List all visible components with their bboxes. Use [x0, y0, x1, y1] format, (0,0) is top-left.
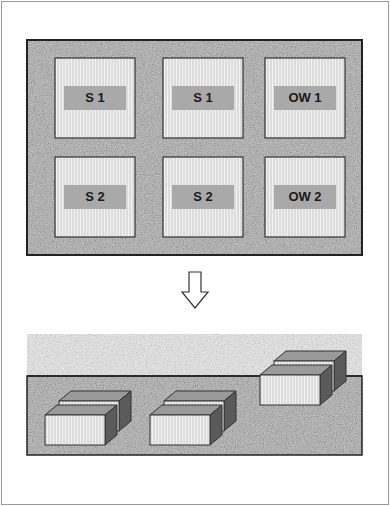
panel-ground: [27, 40, 362, 255]
down-arrow: [182, 272, 208, 308]
tile-label: OW 1: [274, 86, 336, 110]
blocks: [45, 351, 346, 445]
tile-label: S 1: [64, 86, 126, 110]
panel-border: [27, 40, 362, 255]
tile-box: OW 1: [265, 58, 345, 138]
tile-label: S 2: [172, 185, 234, 209]
tile-label: OW 2: [274, 185, 336, 209]
tile-box: S 2: [163, 157, 243, 237]
tile-box: OW 2: [265, 157, 345, 237]
tile-box: S 1: [55, 58, 135, 138]
tile-box: S 1: [163, 58, 243, 138]
tiles: [55, 58, 345, 237]
tile-label: S 2: [64, 185, 126, 209]
tile-label: S 1: [172, 86, 234, 110]
tile-box: S 2: [55, 157, 135, 237]
